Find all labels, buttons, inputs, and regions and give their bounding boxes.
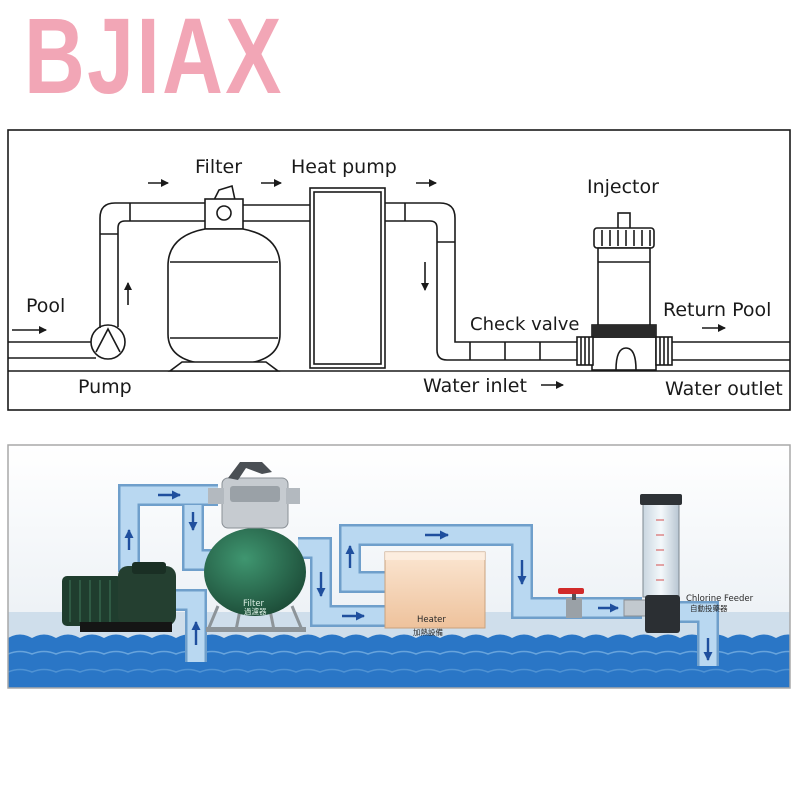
label-heater-cn: 加熱設備	[413, 627, 443, 637]
sand-filter: Filter 過濾器	[204, 462, 306, 632]
label-check-valve: Check valve	[470, 314, 580, 335]
label-pool: Pool	[26, 295, 65, 317]
return-pipe	[672, 341, 790, 361]
label-injector: Injector	[587, 176, 659, 198]
ball-valve	[558, 588, 584, 618]
pool-pump	[62, 562, 176, 632]
filter-to-heatpump-pipe	[243, 204, 310, 222]
label-chlorine-feeder: Chlorine Feeder	[686, 594, 754, 604]
heater-unit: Heater 加熱設備	[384, 551, 486, 637]
injector-unit	[576, 212, 673, 371]
water-wave-line	[8, 650, 790, 655]
pump-symbol	[90, 324, 126, 360]
label-filter: Filter	[195, 156, 242, 178]
pool-inlet-pipe	[8, 341, 96, 359]
water-wave-line	[8, 668, 790, 673]
check-valve	[469, 342, 541, 360]
label-heater: Heater	[417, 615, 446, 625]
bottom-illustration: Filter 過濾器 Heater 加熱設備	[8, 445, 790, 688]
label-pump: Pump	[78, 376, 132, 398]
chlorine-feeder: Chlorine Feeder 自動投藥器	[623, 494, 754, 633]
top-diagram-frame	[7, 129, 791, 411]
bottom-diagram-frame	[7, 444, 791, 689]
heatpump-to-injector-pipe	[385, 202, 577, 361]
label-water-outlet: Water outlet	[665, 378, 783, 400]
label-heat-pump: Heat pump	[291, 156, 397, 178]
brand-logo: BJIAX	[24, 0, 284, 116]
label-filter-cn: 過濾器	[244, 606, 267, 616]
filter-tank	[167, 184, 281, 372]
top-line-diagram: Filter Heat pump Injector Pool Pump Chec…	[7, 129, 791, 411]
label-chlorine-feeder-cn: 自動投藥器	[690, 603, 728, 613]
label-return-pool: Return Pool	[663, 299, 771, 321]
label-filter-illustration: Filter	[243, 599, 265, 609]
heat-pump-unit	[309, 187, 386, 369]
label-water-inlet: Water inlet	[423, 375, 527, 397]
pool-water	[8, 634, 790, 688]
pump-to-filter-pipe	[99, 202, 205, 328]
